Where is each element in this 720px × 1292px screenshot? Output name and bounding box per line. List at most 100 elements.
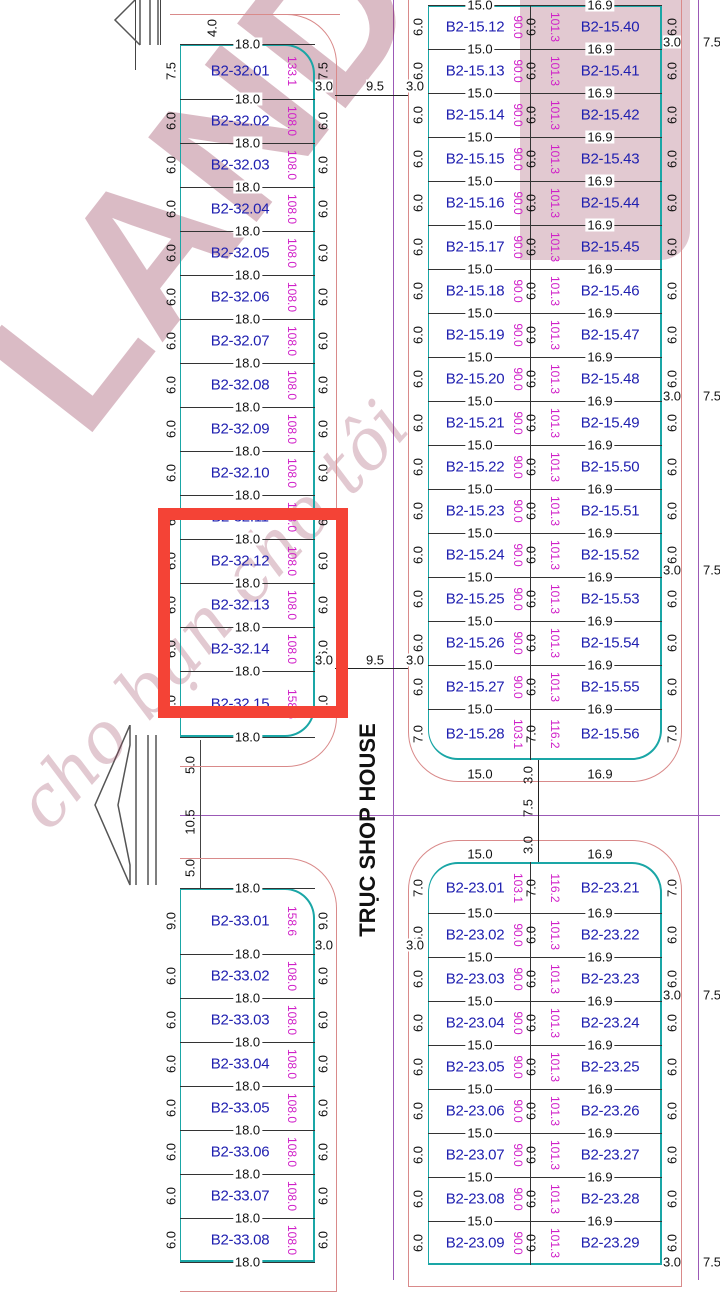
plot-id[interactable]: B2-15.28 [445, 725, 505, 743]
plot-id[interactable]: B2-15.23 [445, 502, 505, 520]
width-label: 15.0 [465, 525, 495, 541]
width-label: 15.0 [465, 569, 495, 585]
lot-line [428, 92, 662, 94]
road-dimension: 3.0 [520, 765, 536, 785]
plot-area: 108.0 [285, 369, 299, 400]
plot-id[interactable]: B2-33.01 [210, 912, 270, 930]
plot-id[interactable]: B2-23.08 [445, 1190, 505, 1208]
plot-id[interactable]: B2-33.06 [210, 1143, 270, 1161]
plot-id[interactable]: B2-32.13 [210, 596, 270, 614]
plot-id[interactable]: B2-15.54 [580, 634, 640, 652]
plot-id[interactable]: B2-15.17 [445, 238, 505, 256]
plot-area: 116.2 [548, 719, 562, 749]
plot-id[interactable]: B2-32.02 [210, 112, 270, 130]
road-edge [180, 14, 337, 767]
plot-id[interactable]: B2-33.05 [210, 1099, 270, 1117]
plot-id[interactable]: B2-23.01 [445, 879, 505, 897]
plot-id[interactable]: B2-23.24 [580, 1014, 640, 1032]
plot-area: 101.3 [548, 1008, 562, 1039]
width-label: 18.0 [232, 355, 263, 371]
plot-id[interactable]: B2-15.52 [580, 546, 640, 564]
plot-id[interactable]: B2-32.12 [210, 552, 270, 570]
plot-id[interactable]: B2-15.12 [445, 18, 505, 36]
lot-line [428, 5, 662, 6]
plot-id[interactable]: B2-15.19 [445, 326, 505, 344]
plot-id[interactable]: B2-23.23 [580, 970, 640, 988]
plot-id[interactable]: B2-32.05 [210, 244, 270, 262]
plot-id[interactable]: B2-23.25 [580, 1058, 640, 1076]
plot-id[interactable]: B2-15.50 [580, 458, 640, 476]
width-label: 15.0 [465, 949, 495, 965]
plot-id[interactable]: B2-15.20 [445, 370, 505, 388]
plot-area: 108.0 [285, 1136, 299, 1167]
plot-id[interactable]: B2-33.07 [210, 1187, 270, 1205]
plot-id[interactable]: B2-23.05 [445, 1058, 505, 1076]
plot-id[interactable]: B2-23.28 [580, 1190, 640, 1208]
plot-id[interactable]: B2-15.18 [445, 282, 505, 300]
plot-id[interactable]: B2-15.55 [580, 678, 640, 696]
plot-id[interactable]: B2-15.24 [445, 546, 505, 564]
plot-id[interactable]: B2-15.49 [580, 414, 640, 432]
plot-area: 101.3 [548, 627, 562, 658]
plot-depth: 6.0 [410, 677, 426, 696]
plot-id[interactable]: B2-23.29 [580, 1234, 640, 1252]
plot-id[interactable]: B2-15.56 [580, 725, 640, 743]
plot-id[interactable]: B2-23.02 [445, 926, 505, 944]
plot-id[interactable]: B2-15.42 [580, 106, 640, 124]
width-label: 16.9 [585, 261, 615, 277]
plot-id[interactable]: B2-15.26 [445, 634, 505, 652]
plot-id[interactable]: B2-15.47 [580, 326, 640, 344]
plot-id[interactable]: B2-15.27 [445, 678, 505, 696]
plot-id[interactable]: B2-15.14 [445, 106, 505, 124]
plot-id[interactable]: B2-23.06 [445, 1102, 505, 1120]
plot-id[interactable]: B2-32.08 [210, 376, 270, 394]
road-label: TRỤC SHOP HOUSE [355, 723, 380, 937]
plot-id[interactable]: B2-32.03 [210, 156, 270, 174]
plot-id[interactable]: B2-15.40 [580, 18, 640, 36]
plot-id[interactable]: B2-23.21 [580, 879, 640, 897]
plot-id[interactable]: B2-23.04 [445, 1014, 505, 1032]
plot-id[interactable]: B2-32.14 [210, 640, 270, 658]
width-label: 18.0 [232, 135, 263, 151]
plot-id[interactable]: B2-15.51 [580, 502, 640, 520]
plot-id[interactable]: B2-23.07 [445, 1146, 505, 1164]
plot-id[interactable]: B2-32.04 [210, 200, 270, 218]
plot-depth: 6.0 [664, 369, 680, 388]
road-line [200, 740, 201, 890]
plot-id[interactable]: B2-32.06 [210, 288, 270, 306]
plot-id[interactable]: B2-32.09 [210, 420, 270, 438]
plot-depth: 6.0 [410, 61, 426, 81]
plot-id[interactable]: B2-33.02 [210, 967, 270, 985]
plot-id[interactable]: B2-15.45 [580, 238, 640, 256]
plot-id[interactable]: B2-32.07 [210, 332, 270, 350]
plot-id[interactable]: B2-32.10 [210, 464, 270, 482]
plot-id[interactable]: B2-23.03 [445, 970, 505, 988]
lot-line [428, 1001, 662, 1003]
plot-id[interactable]: B2-15.13 [445, 62, 505, 80]
plot-id[interactable]: B2-23.26 [580, 1102, 640, 1120]
plot-depth: 6.0 [523, 413, 539, 432]
plot-id[interactable]: B2-33.03 [210, 1011, 270, 1029]
plot-id[interactable]: B2-23.27 [580, 1146, 640, 1164]
plot-id[interactable]: B2-15.48 [580, 370, 640, 388]
plot-id[interactable]: B2-15.16 [445, 194, 505, 212]
plot-id[interactable]: B2-32.01 [210, 62, 270, 80]
plot-depth: 6.0 [410, 325, 426, 344]
plot-id[interactable]: B2-15.21 [445, 414, 505, 432]
lot-line [428, 136, 662, 138]
plot-id[interactable]: B2-33.04 [210, 1055, 270, 1073]
plot-id[interactable]: B2-15.15 [445, 150, 505, 168]
plot-id[interactable]: B2-15.25 [445, 590, 505, 608]
plot-id[interactable]: B2-15.43 [580, 150, 640, 168]
plot-id[interactable]: B2-15.44 [580, 194, 640, 212]
plot-depth: 6.0 [523, 1190, 539, 1209]
plot-id[interactable]: B2-15.46 [580, 282, 640, 300]
plot-id[interactable]: B2-15.41 [580, 62, 640, 80]
plot-id[interactable]: B2-33.08 [210, 1231, 270, 1249]
plot-depth: 6.0 [664, 193, 680, 212]
plot-depth: 6.0 [664, 1234, 680, 1253]
plot-id[interactable]: B2-23.09 [445, 1234, 505, 1252]
plot-id[interactable]: B2-23.22 [580, 926, 640, 944]
plot-id[interactable]: B2-15.22 [445, 458, 505, 476]
plot-id[interactable]: B2-15.53 [580, 590, 640, 608]
